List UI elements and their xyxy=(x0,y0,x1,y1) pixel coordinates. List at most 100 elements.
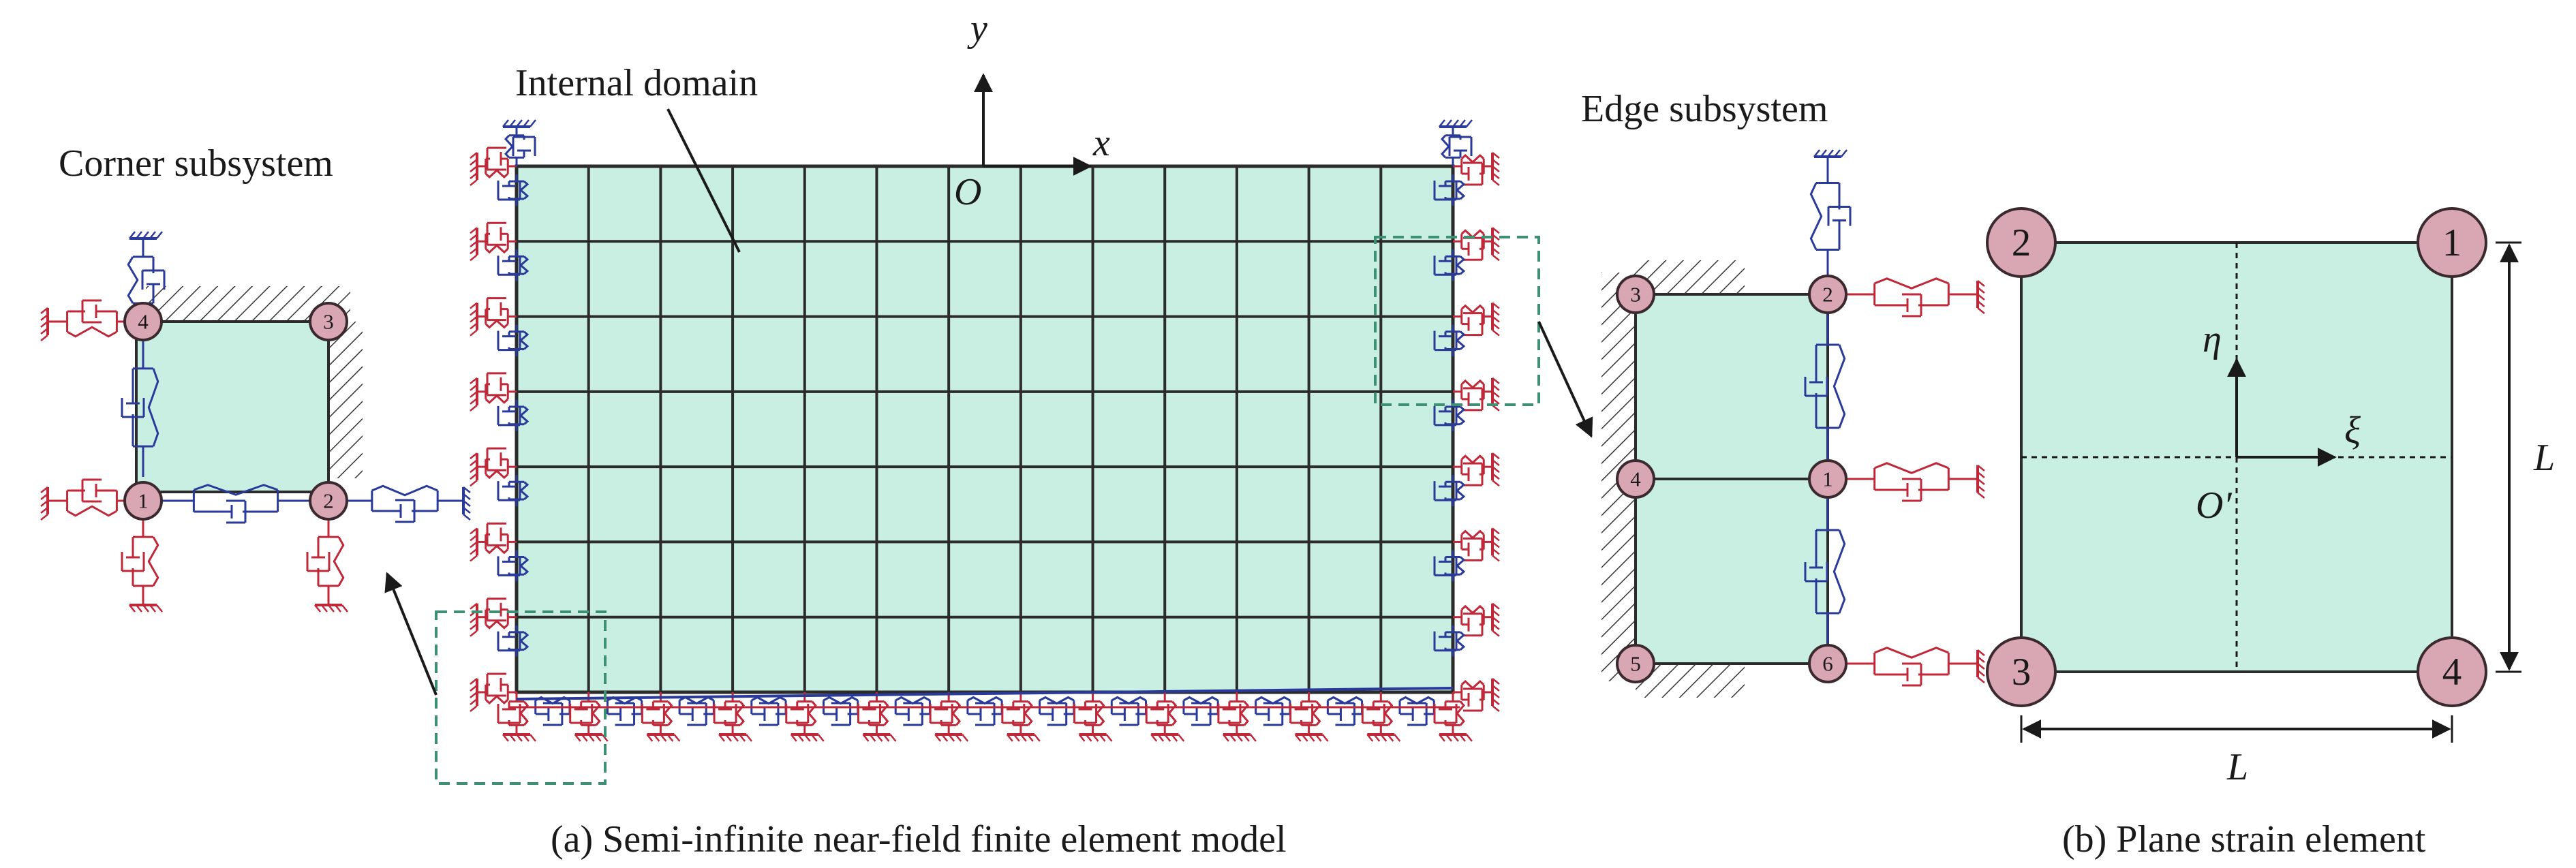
boundary-spring-tangential xyxy=(1433,249,1466,281)
boundary-spring-normal xyxy=(477,447,517,480)
boundary-spring-tangential xyxy=(954,696,1015,726)
boundary-spring-normal xyxy=(1453,680,1492,712)
boundary-spring-normal xyxy=(1001,692,1033,734)
svg-text:2: 2 xyxy=(2012,221,2031,264)
caption-b: (b) Plane strain element xyxy=(2062,818,2426,861)
ground-support xyxy=(1491,452,1500,487)
ground-support xyxy=(1491,678,1500,712)
ground-support xyxy=(934,733,969,742)
boundary-spring-normal xyxy=(1453,379,1492,412)
corner-fixed-right xyxy=(328,322,363,478)
vertical-length-label: L xyxy=(2533,437,2555,479)
edge-spring-1-right xyxy=(1845,462,1978,502)
corner-callout-arrow xyxy=(384,572,438,696)
ground-support xyxy=(1439,733,1473,742)
corner-node-1: 1 xyxy=(123,481,163,521)
boundary-spring-normal xyxy=(477,372,517,404)
y-axis-label: y xyxy=(967,7,987,50)
boundary-spring-normal xyxy=(1217,692,1249,734)
ground-support xyxy=(646,733,681,742)
ground-support xyxy=(1491,527,1500,562)
boundary-spring-tangential xyxy=(1433,324,1466,356)
ground-support xyxy=(40,307,49,341)
edge-callout-arrow xyxy=(1537,321,1593,438)
ground-support xyxy=(470,302,478,337)
boundary-spring-tangential xyxy=(497,399,530,431)
svg-text:1: 1 xyxy=(1822,467,1833,491)
ground-support xyxy=(1491,602,1500,637)
edge-spring-2-right xyxy=(1845,277,1978,317)
ground-support xyxy=(1491,152,1500,186)
internal-domain-label: Internal domain xyxy=(515,62,758,104)
edge-subsystem: Edge subsystem 1 2 3 4 5 6 xyxy=(1581,88,1985,698)
svg-text:4: 4 xyxy=(1630,467,1641,491)
ground-support xyxy=(470,452,478,487)
ground-support xyxy=(470,377,478,412)
ground-support xyxy=(470,678,478,712)
edge-spring-1-6 xyxy=(1804,497,1846,646)
boundary-spring-normal xyxy=(477,221,517,254)
boundary-spring-normal xyxy=(477,672,517,704)
ground-support xyxy=(1491,227,1500,262)
boundary-spring-tangential xyxy=(1433,625,1466,657)
boundary-spring-tangential xyxy=(666,696,728,726)
boundary-spring-tangential xyxy=(497,625,530,657)
ground-support xyxy=(1976,280,1985,314)
corner-spring-4-left xyxy=(48,299,136,338)
boundary-spring-tangential xyxy=(1314,696,1376,726)
svg-text:3: 3 xyxy=(323,309,334,333)
edge-node-1: 1 xyxy=(1808,459,1847,499)
ground-support xyxy=(1813,149,1847,158)
boundary-spring-normal xyxy=(1433,692,1465,734)
boundary-spring-tangential xyxy=(1026,696,1088,726)
xi-label: ξ xyxy=(2344,409,2361,452)
plane-node-3: 3 xyxy=(1986,636,2057,707)
svg-text:1: 1 xyxy=(138,489,149,512)
boundary-spring-normal xyxy=(785,692,817,734)
boundary-spring-tangential xyxy=(522,696,583,726)
edge-node-5: 5 xyxy=(1616,644,1655,683)
plane-node-2: 2 xyxy=(1986,207,2057,278)
boundary-spring-tangential xyxy=(1433,475,1466,507)
corner-node-3: 3 xyxy=(309,302,348,341)
boundary-spring-tangential xyxy=(497,324,530,356)
ground-support xyxy=(790,733,825,742)
boundary-spring-normal xyxy=(1453,604,1492,637)
boundary-spring-normal xyxy=(1453,454,1492,486)
ground-support xyxy=(1366,733,1401,742)
boundary-spring-tangential xyxy=(1098,696,1160,726)
svg-text:4: 4 xyxy=(138,309,149,333)
eta-label: η xyxy=(2203,318,2222,360)
boundary-spring-normal xyxy=(1453,154,1492,186)
corner-element xyxy=(135,320,330,493)
edge-node-3: 3 xyxy=(1616,275,1655,314)
ground-support xyxy=(1294,733,1329,742)
internal-domain-region xyxy=(515,164,1455,694)
ground-support xyxy=(470,602,478,637)
boundary-spring-tangential xyxy=(1441,127,1473,166)
ground-support xyxy=(502,119,536,128)
edge-node-6: 6 xyxy=(1808,644,1847,683)
corner-spring-1-bottom xyxy=(121,518,159,605)
corner-spring-2-right xyxy=(346,484,463,523)
corner-spring-4-1 xyxy=(121,338,159,477)
boundary-spring-normal xyxy=(477,598,517,630)
edge-subsystem-label: Edge subsystem xyxy=(1581,88,1828,130)
caption-a: (a) Semi-infinite near-field finite elem… xyxy=(551,818,1287,861)
svg-text:2: 2 xyxy=(1822,282,1833,306)
ground-support xyxy=(129,231,163,240)
boundary-spring-tangential xyxy=(738,696,799,726)
boundary-spring-tangential xyxy=(882,696,944,726)
svg-text:5: 5 xyxy=(1630,651,1641,675)
ground-support xyxy=(1150,733,1185,742)
edge-spring-2-top xyxy=(1809,157,1852,276)
ground-support xyxy=(1439,119,1473,128)
boundary-spring-tangential xyxy=(497,249,530,281)
ground-support xyxy=(502,733,536,742)
corner-node-4: 4 xyxy=(123,302,163,341)
boundary-spring-normal xyxy=(477,297,517,329)
boundary-spring-normal xyxy=(1361,692,1394,734)
